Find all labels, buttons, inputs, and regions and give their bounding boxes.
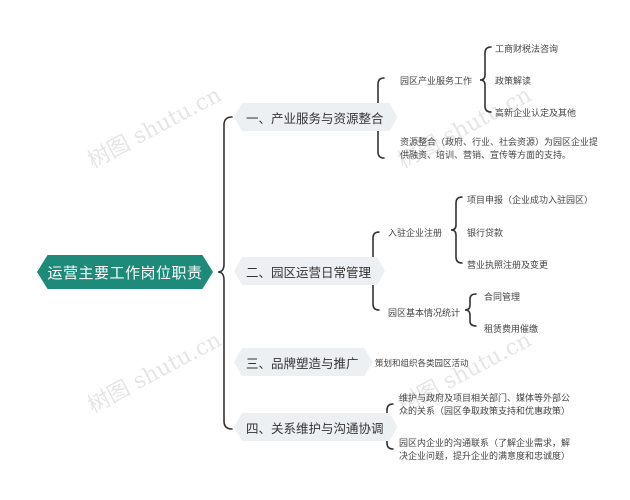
node-policy-interpretation[interactable]: 政策解读 — [495, 77, 532, 87]
node-external-relations[interactable]: 维护与政府及项目相关部门、媒体等外部公众的关系（园区争取政策支持和优惠政策） — [399, 394, 571, 417]
node-tax-consulting[interactable]: 工商财税法咨询 — [495, 45, 559, 55]
node-park-statistics[interactable]: 园区基本情况统计 — [388, 309, 461, 319]
node-park-industry-service[interactable]: 园区产业服务工作 — [400, 77, 473, 87]
branch-label: 二、园区运营日常管理 — [246, 264, 372, 280]
node-high-tech-certification[interactable]: 高新企业认定及其他 — [495, 109, 577, 119]
node-bank-loan[interactable]: 银行贷款 — [467, 229, 504, 239]
branch-daily-operations[interactable]: 二、园区运营日常管理 — [234, 257, 385, 285]
branch-industry-services[interactable]: 一、产业服务与资源整合 — [234, 103, 398, 131]
node-internal-communication[interactable]: 园区内企业的沟通联系（了解企业需求，解决企业问题，提升企业的满意度和忠诚度） — [399, 439, 571, 462]
node-business-license[interactable]: 营业执照注册及变更 — [467, 261, 549, 271]
root-node[interactable]: 运营主要工作岗位职责 — [37, 255, 213, 289]
node-enterprise-registration[interactable]: 入驻企业注册 — [388, 229, 443, 239]
root-label: 运营主要工作岗位职责 — [47, 263, 203, 282]
node-park-activities[interactable]: 策划和组织各类园区活动 — [375, 359, 469, 369]
branch-relations-coordination[interactable]: 四、关系维护与沟通协调 — [234, 413, 398, 441]
node-resource-integration[interactable]: 资源整合（政府、行业、社会资源）为园区企业提供融资、培训、营销、宣传等方面的支持… — [400, 138, 599, 161]
node-contract-management[interactable]: 合同管理 — [484, 293, 521, 303]
branch-label: 三、品牌塑造与推广 — [246, 355, 359, 371]
node-rent-collection[interactable]: 租赁费用催缴 — [484, 325, 539, 335]
branch-brand-promotion[interactable]: 三、品牌塑造与推广 — [234, 348, 373, 376]
branch-label: 四、关系维护与沟通协调 — [246, 420, 384, 436]
branch-label: 一、产业服务与资源整合 — [246, 110, 384, 126]
node-project-application[interactable]: 项目申报（企业成功入驻园区） — [467, 196, 594, 206]
